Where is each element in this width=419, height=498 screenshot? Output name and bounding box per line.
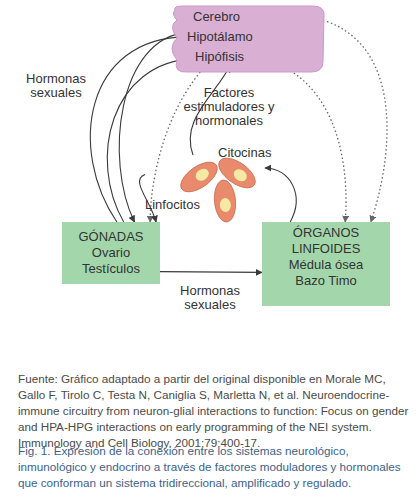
node-title: GÓNADAS	[62, 229, 160, 245]
brain-shape: CerebroHipotálamoHipófisis	[165, 4, 327, 74]
organ-box: ÓRGANOS LINFOIDESMédula ósea Bazo Timo	[262, 222, 390, 306]
node-body: Médula ósea Bazo Timo	[282, 257, 370, 289]
edge-label: Hormonas sexuales	[18, 72, 94, 100]
dotted-arrow	[265, 59, 346, 222]
edge-label: Factores estimuladores y hormonales	[183, 86, 275, 128]
solid-arrow	[160, 271, 262, 273]
brain-region: Hipófisis	[195, 49, 265, 66]
solid-arrow	[265, 168, 296, 222]
node-title: Hipófisis	[195, 49, 265, 65]
figure-caption: Fig. 1. Expresión de la conexión entre l…	[18, 443, 410, 491]
node-body: Ovario Testículos	[66, 245, 156, 277]
brain-region: Hipotálamo	[187, 29, 271, 46]
node-title: ÓRGANOS LINFOIDES	[282, 225, 370, 257]
node-title: Cerebro	[193, 9, 253, 25]
dotted-arrow	[327, 22, 387, 223]
edge-label: Hormonas sexuales	[170, 284, 250, 312]
node-title: Hipotálamo	[187, 29, 271, 45]
node-title: Linfocitos	[145, 197, 211, 213]
edge-label: Citocinas	[218, 146, 284, 160]
solid-arrow	[90, 37, 187, 222]
lymphocyte-cluster: Linfocitos	[145, 155, 265, 220]
source-note: Fuente: Gráfico adaptado a partir del or…	[18, 371, 414, 451]
organ-box: GÓNADASOvario Testículos	[62, 222, 160, 284]
